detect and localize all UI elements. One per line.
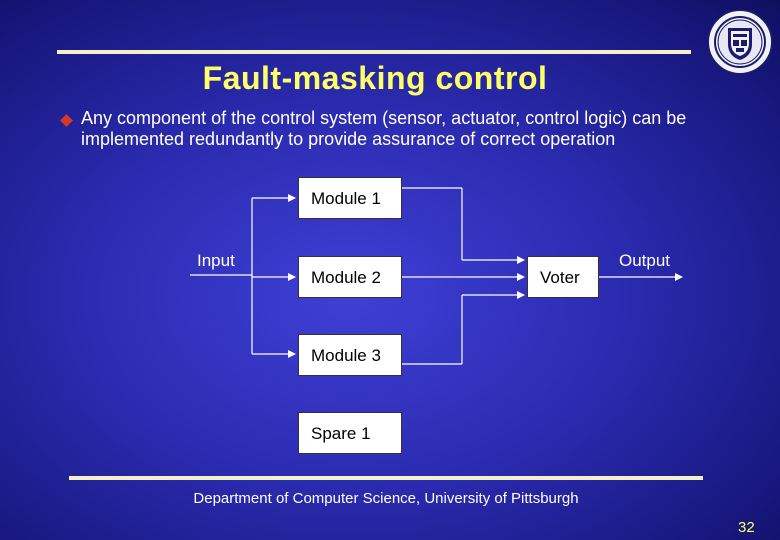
module-3-box: Module 3 [298, 334, 402, 376]
module-1-label: Module 1 [311, 189, 381, 208]
voter-box: Voter [527, 256, 599, 298]
input-label: Input [197, 251, 235, 270]
page-number: 32 [738, 519, 755, 536]
spare-1-box: Spare 1 [298, 412, 402, 454]
bullet-text: Any component of the control system (sen… [81, 108, 687, 149]
module-1-box: Module 1 [298, 177, 402, 219]
footer-text: Department of Computer Science, Universi… [193, 490, 579, 507]
top-rule [57, 50, 691, 54]
module-3-label: Module 3 [311, 346, 381, 365]
module-2-label: Module 2 [311, 268, 381, 287]
voter-label: Voter [540, 268, 580, 287]
bottom-rule [69, 476, 703, 480]
spare-1-label: Spare 1 [311, 424, 371, 443]
module-2-box: Module 2 [298, 256, 402, 298]
output-label: Output [619, 251, 671, 270]
slide-title: Fault-masking control [202, 60, 548, 96]
university-seal-icon [707, 9, 773, 75]
